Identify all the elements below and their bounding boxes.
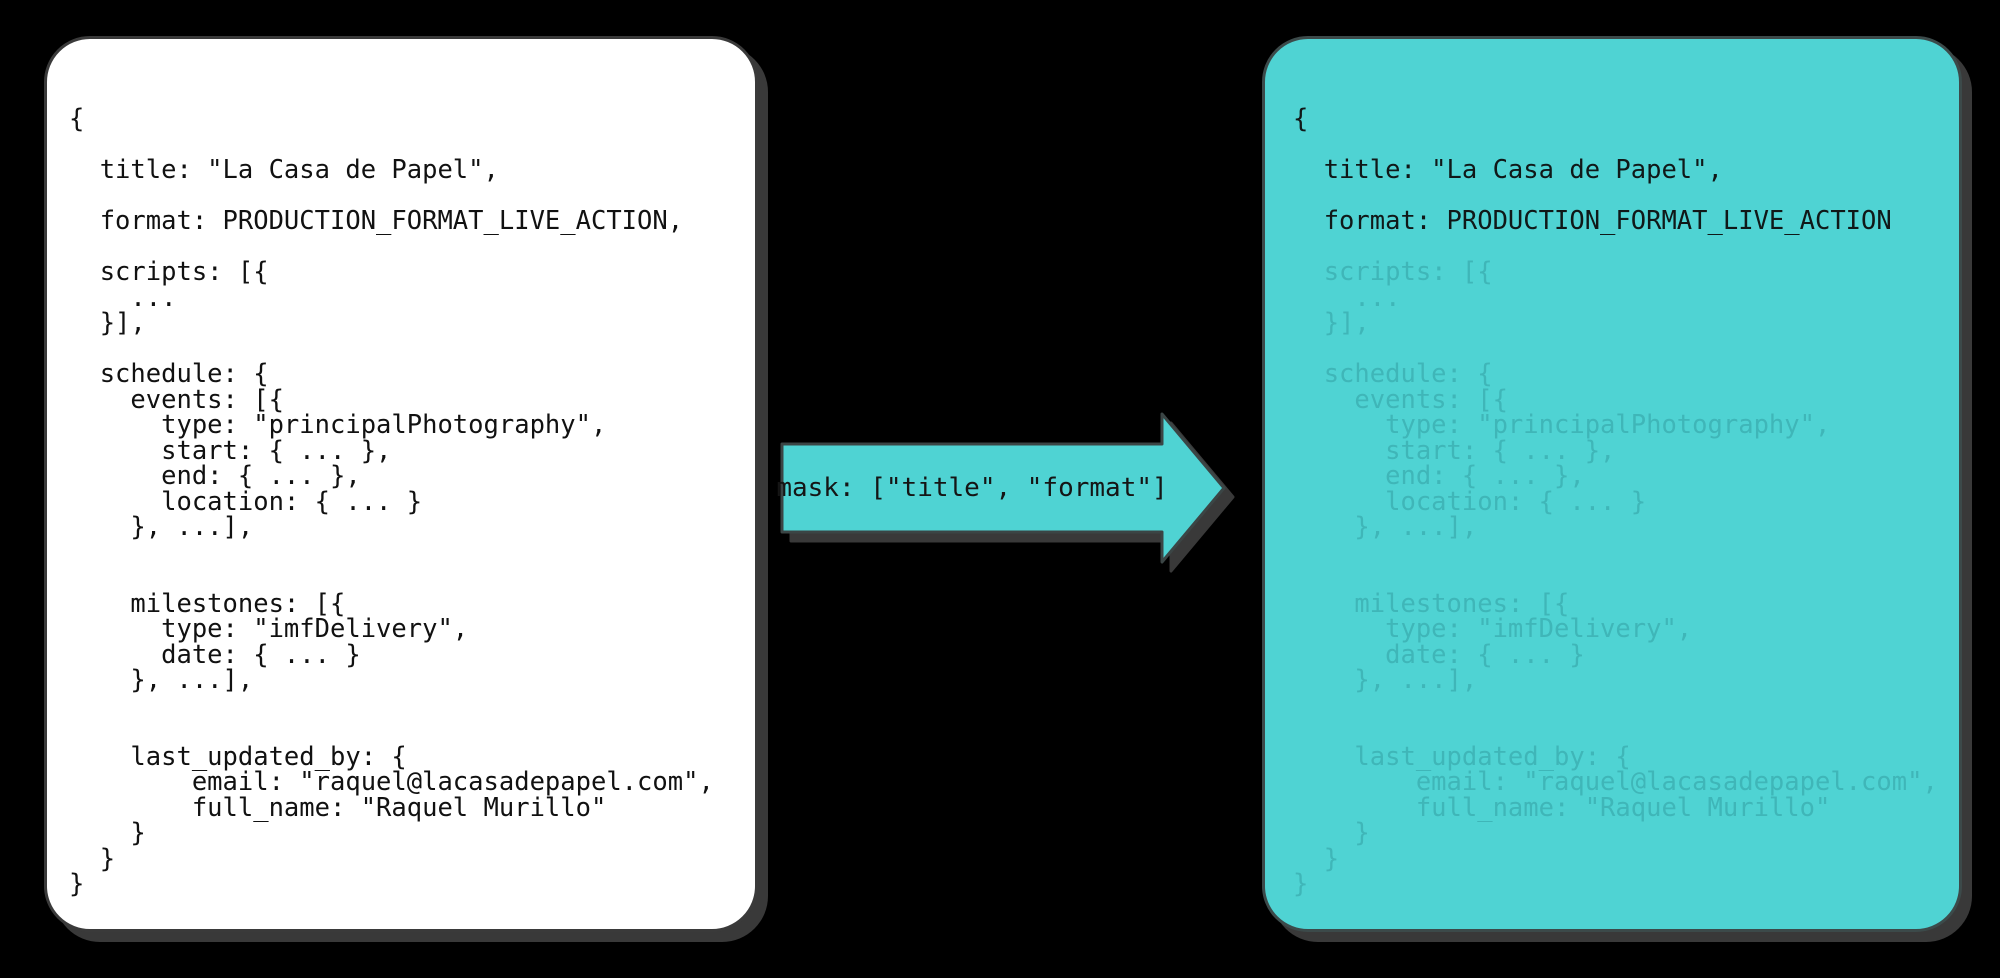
source-payload-code: { title: "La Casa de Papel", format: PRO… [69,104,714,899]
masked-code-line: { [1293,104,1309,134]
masked-code-line: start: { ... }, [1293,435,1616,466]
masked-code-line: scripts: [{ [1293,257,1493,287]
source-code-line: }, ...], [69,512,254,542]
masked-code-line: location: { ... } [1293,486,1647,517]
masked-code-line [1293,694,1938,720]
source-code-line: } [69,843,116,874]
masked-code-line: end: { ... }, [1293,461,1585,491]
masked-payload-card: { title: "La Casa de Papel", format: PRO… [1262,36,1962,932]
masked-code-line [1293,541,1938,567]
source-code-line [69,541,714,567]
source-code-line [69,566,714,592]
masked-code-line: ... [1293,282,1401,313]
source-code-line: type: "principalPhotography", [69,410,607,440]
masked-code-line: } [1293,843,1340,874]
source-code-line: date: { ... } [69,639,361,670]
source-code-line: type: "imfDelivery", [69,614,469,644]
source-code-line: start: { ... }, [69,435,392,466]
source-payload-card: { title: "La Casa de Papel", format: PRO… [44,36,758,932]
source-code-line: end: { ... }, [69,461,361,491]
source-code-line: }], [69,308,146,338]
masked-code-line [1293,566,1938,592]
masked-code-line: } [1293,818,1370,848]
masked-code-line: title: "La Casa de Papel", [1293,155,1723,185]
source-code-line: } [69,869,85,899]
masked-code-line: last_updated_by: { [1293,741,1631,772]
source-code-line: milestones: [{ [69,588,346,619]
source-code-line: format: PRODUCTION_FORMAT_LIVE_ACTION, [69,206,684,236]
source-code-line: ... [69,282,177,313]
source-code-line [69,694,714,720]
source-code-line: last_updated_by: { [69,741,407,772]
source-code-line: email: "raquel@lacasadepapel.com", [69,767,714,797]
source-code-line: { [69,104,85,134]
masked-code-line: events: [{ [1293,384,1508,415]
source-code-line: events: [{ [69,384,284,415]
masked-code-line: type: "imfDelivery", [1293,614,1693,644]
masked-code-line: format: PRODUCTION_FORMAT_LIVE_ACTION [1293,206,1892,236]
source-code-line: schedule: { [69,359,269,389]
masked-code-line: } [1293,869,1309,899]
source-code-line: scripts: [{ [69,257,269,287]
masked-code-line: milestones: [{ [1293,588,1570,619]
masked-code-line: type: "principalPhotography", [1293,410,1831,440]
mask-arrow-shape [780,412,1226,564]
masked-code-line: schedule: { [1293,359,1493,389]
mask-arrow: mask: ["title", "format"] [772,408,1234,568]
masked-code-line: }], [1293,308,1370,338]
masked-payload-code: { title: "La Casa de Papel", format: PRO… [1293,104,1938,899]
source-code-line: }, ...], [69,665,254,695]
masked-code-line [1293,719,1938,745]
source-code-line: title: "La Casa de Papel", [69,155,499,185]
source-code-line: location: { ... } [69,486,423,517]
masked-code-line: date: { ... } [1293,639,1585,670]
source-code-line [69,719,714,745]
masked-code-line: email: "raquel@lacasadepapel.com", [1293,767,1938,797]
masked-code-line: full_name: "Raquel Murillo" [1293,792,1831,823]
source-code-line: full_name: "Raquel Murillo" [69,792,607,823]
masked-code-line: }, ...], [1293,512,1478,542]
arrow-body [780,412,1226,564]
source-code-line: } [69,818,146,848]
masked-code-line: }, ...], [1293,665,1478,695]
